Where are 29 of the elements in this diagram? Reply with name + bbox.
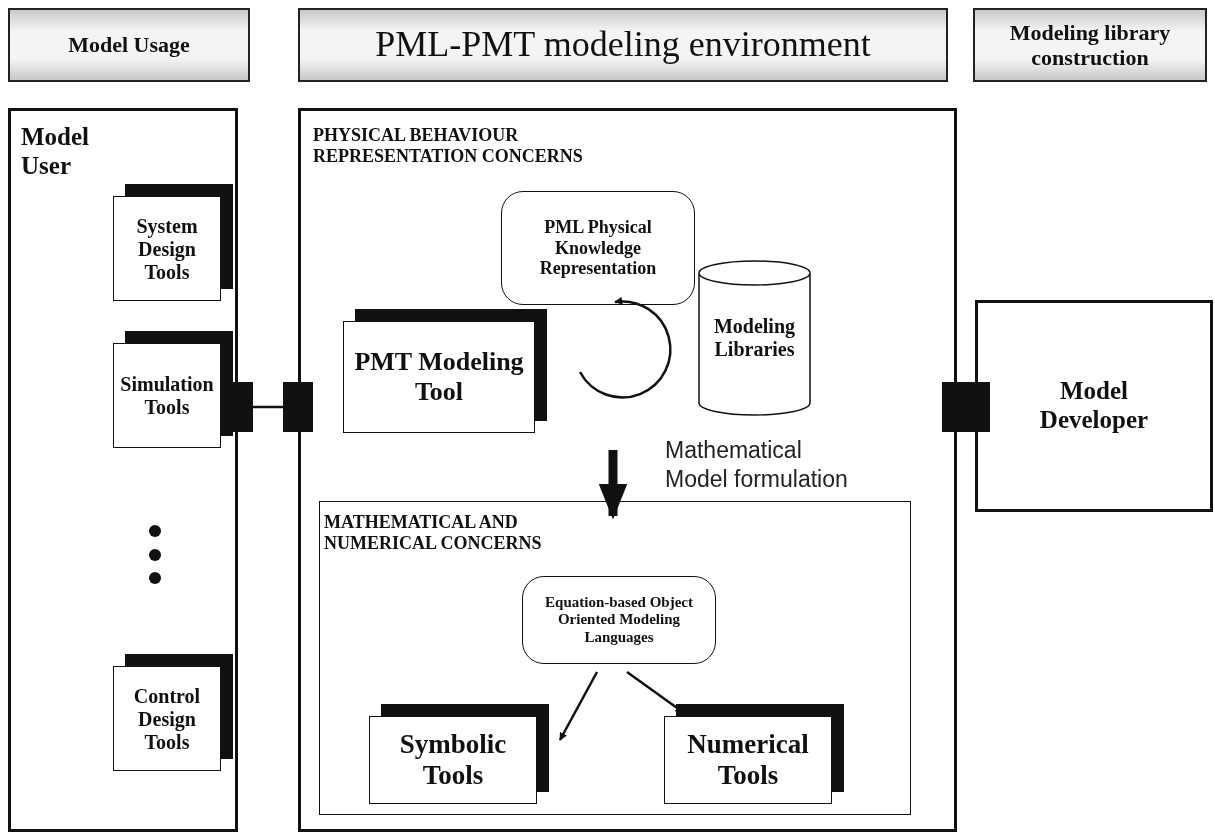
group-panel	[319, 501, 911, 815]
rounded-box	[522, 576, 716, 664]
node-label: Control Design Tools	[132, 684, 202, 753]
group-title: MATHEMATICAL AND NUMERICAL CONCERNS	[324, 512, 543, 554]
header-box	[8, 8, 250, 82]
node-label: Equation-based Object Oriented Modeling Languages	[544, 594, 694, 646]
arrow	[558, 671, 599, 741]
node-label: Modeling Libraries	[712, 315, 797, 361]
cycle-arrow	[578, 297, 672, 399]
node-label: Symbolic Tools	[398, 728, 508, 792]
node-label: Model Usage	[67, 32, 191, 58]
group-panel	[975, 300, 1213, 512]
group-title: PHYSICAL BEHAVIOUR REPRESENTATION CONCERNS	[313, 125, 584, 167]
arrow	[598, 450, 628, 520]
header-box	[973, 8, 1207, 82]
node-label: PML-PMT modeling environment	[374, 24, 872, 66]
connector	[942, 382, 990, 432]
group-panel	[298, 108, 957, 832]
group-title: Model User	[21, 123, 91, 181]
node-label: Modeling library construction	[1008, 19, 1172, 71]
group-panel	[8, 108, 238, 832]
node-label: System Design Tools	[135, 214, 199, 283]
node-label: Simulation Tools	[119, 372, 215, 419]
node-label: Model Developer	[1038, 377, 1150, 435]
node-label: PMT Modeling Tool	[353, 347, 525, 407]
rounded-box	[501, 191, 695, 305]
node-label: PML Physical Knowledge Representation	[538, 216, 658, 280]
header-box	[298, 8, 948, 82]
node-label: Numerical Tools	[686, 728, 810, 792]
